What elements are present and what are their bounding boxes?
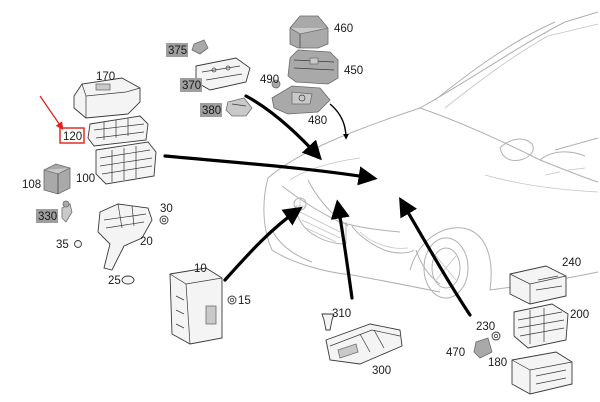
callout-450: 450 bbox=[344, 65, 363, 77]
part-35 bbox=[74, 240, 82, 248]
callout-470: 470 bbox=[446, 347, 465, 359]
callout-490: 490 bbox=[260, 74, 279, 86]
part-240 bbox=[509, 265, 567, 305]
part-330 bbox=[61, 200, 73, 223]
callout-375-box bbox=[166, 43, 188, 57]
callout-15: 15 bbox=[238, 295, 251, 307]
callout-10: 10 bbox=[194, 263, 207, 275]
callout-380: 380 bbox=[202, 105, 221, 117]
part-170 bbox=[73, 77, 141, 119]
part-310 bbox=[321, 313, 335, 331]
part-370 bbox=[195, 57, 251, 91]
callout-120-highlight bbox=[59, 127, 85, 144]
callout-480: 480 bbox=[308, 115, 327, 127]
callout-330-box bbox=[36, 209, 58, 223]
callout-108: 108 bbox=[22, 179, 41, 191]
part-300 bbox=[325, 323, 403, 365]
part-375 bbox=[191, 39, 209, 55]
part-10 bbox=[169, 267, 223, 345]
part-230 bbox=[491, 331, 501, 341]
part-20 bbox=[97, 203, 153, 271]
part-490 bbox=[271, 79, 281, 89]
callout-180: 180 bbox=[488, 357, 507, 369]
callout-300: 300 bbox=[372, 365, 391, 377]
arrows bbox=[39, 94, 472, 317]
callout-240: 240 bbox=[562, 257, 581, 269]
callout-30: 30 bbox=[160, 203, 173, 215]
part-120 bbox=[87, 115, 149, 147]
part-380 bbox=[225, 97, 253, 117]
callout-370-box bbox=[180, 78, 202, 92]
callout-310: 310 bbox=[332, 308, 351, 320]
part-25 bbox=[121, 275, 135, 285]
part-180 bbox=[511, 351, 573, 395]
callout-20: 20 bbox=[140, 236, 153, 248]
part-200 bbox=[513, 303, 569, 349]
callout-230: 230 bbox=[476, 321, 495, 333]
callouts: 460 375 450 370 490 170 380 480 120 108 … bbox=[22, 23, 589, 377]
callout-100: 100 bbox=[76, 173, 95, 185]
part-480 bbox=[271, 85, 331, 115]
callout-380-box bbox=[200, 103, 222, 117]
callout-370: 370 bbox=[182, 80, 201, 92]
part-470 bbox=[473, 337, 493, 359]
callout-460: 460 bbox=[334, 23, 353, 35]
callout-170: 170 bbox=[96, 71, 115, 83]
callout-375: 375 bbox=[168, 45, 187, 57]
part-108 bbox=[43, 163, 71, 195]
callout-120: 120 bbox=[63, 131, 82, 143]
callout-35: 35 bbox=[56, 239, 69, 251]
part-100 bbox=[95, 141, 157, 185]
part-450 bbox=[287, 49, 339, 85]
callout-200: 200 bbox=[570, 309, 589, 321]
part-15 bbox=[227, 295, 237, 305]
part-30 bbox=[159, 215, 169, 225]
callout-25: 25 bbox=[108, 275, 121, 287]
callout-330: 330 bbox=[38, 211, 57, 223]
part-460 bbox=[289, 15, 329, 49]
